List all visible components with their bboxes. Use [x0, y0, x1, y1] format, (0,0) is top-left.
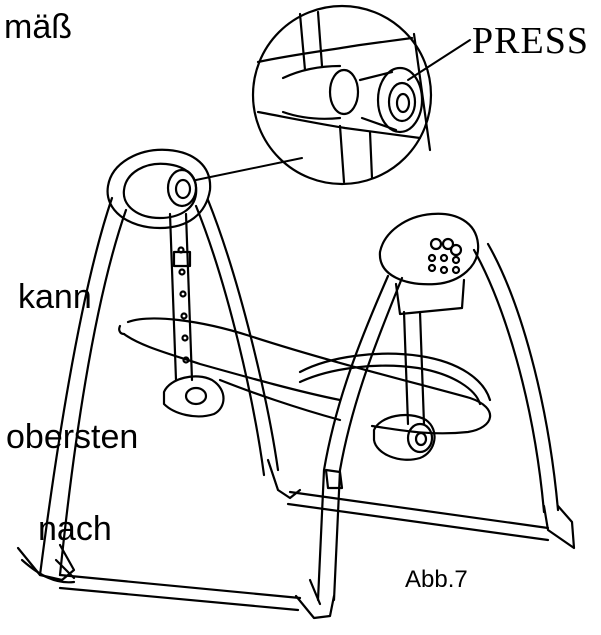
right-frame-leg — [294, 242, 576, 620]
left-seat-hub — [162, 375, 225, 418]
text-fragment: obersten — [6, 418, 139, 456]
text-fragment: kann — [18, 278, 92, 316]
seat-frame-loop — [118, 317, 492, 435]
press-label: PRESS — [472, 20, 589, 62]
left-hanger-arm — [168, 212, 194, 382]
callout-leader-line — [195, 157, 303, 181]
press-leader-line — [407, 39, 471, 81]
zoom-circle — [251, 4, 433, 186]
floor-rails — [54, 490, 550, 612]
left-frame-leg — [16, 196, 302, 584]
right-hanger-arm — [372, 310, 436, 461]
text-fragment: mäß — [4, 8, 72, 46]
zoom-callout — [195, 4, 471, 186]
text-fragment: nach — [38, 510, 112, 548]
control-box — [378, 212, 480, 316]
figure-label: Abb.7 — [405, 566, 468, 593]
left-hub-housing — [106, 148, 212, 230]
